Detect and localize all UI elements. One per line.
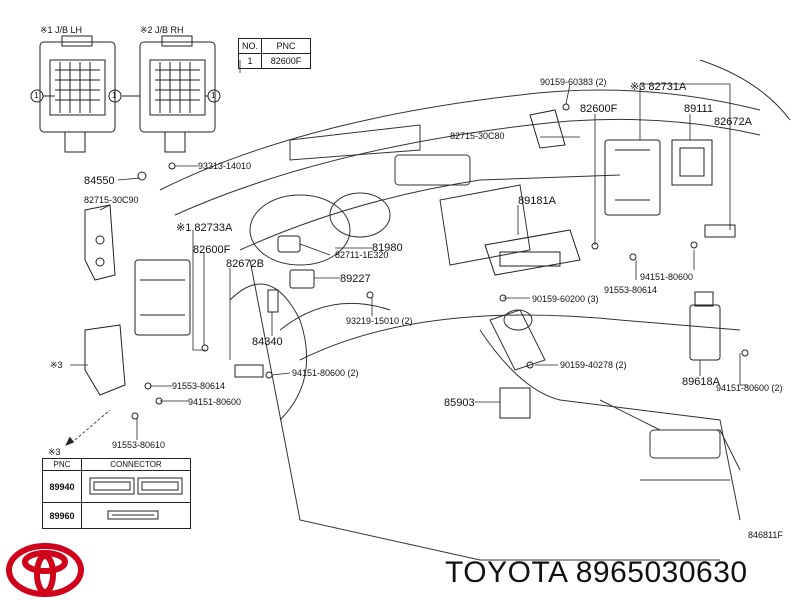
callout-82711-1e320: 82711-1E320 [335, 250, 389, 260]
callout-94151-80600-left: 94151-80600 [188, 397, 242, 407]
callout-84340: 84340 [252, 336, 283, 348]
jb-lh-caption: ※1 J/B LH [40, 25, 83, 35]
connector-82672b-drawing [234, 364, 264, 378]
dashboard-outline-drawing [159, 59, 791, 561]
module-3-drawing [84, 324, 126, 396]
callout-84550: 84550 [84, 175, 115, 187]
bracket-82715-30c80-drawing [529, 109, 566, 149]
callout-89181a: 89181A [518, 195, 556, 207]
leader-lines [65, 60, 748, 446]
callout-94151-80600-2-left: 94151-80600 (2) [292, 368, 359, 378]
callout-81980: 81980 [372, 242, 403, 254]
module-82733a-drawing [134, 259, 191, 336]
callout-85903: 85903 [444, 397, 475, 409]
toyota-logo-icon [6, 543, 84, 597]
callout-89111: 89111 [684, 103, 713, 115]
callout-91553-80610: 91553-80610 [112, 440, 166, 450]
callout-82715-30c90: 82715-30C90 [84, 195, 139, 205]
callout-82733a: ※1 82733A [176, 222, 233, 234]
connector-table-header-connector: CONNECTOR [81, 458, 191, 471]
callout-82672a: 82672A [714, 116, 752, 128]
connector-table-row: 89960 [42, 502, 191, 529]
connector-89940-icon [89, 477, 183, 494]
callout-93313-14010: 93313-14010 [198, 161, 252, 171]
callout-93219-15010: 93219-15010 (2) [346, 316, 413, 326]
connector-82672a-drawing [704, 224, 736, 238]
legend-header-pnc: PNC [261, 38, 312, 54]
speaker-82711-drawing [277, 235, 301, 253]
connector-table-header-pnc: PNC [42, 458, 82, 471]
jb-rh-left-connector-number: 1 [112, 91, 117, 100]
legend-header-no: NO. [237, 38, 263, 54]
callout-94151-80600-2-right: 94151-80600 (2) [716, 383, 783, 393]
figure-code: 846811F [748, 530, 783, 540]
brand-part-number: TOYOTA 8965030630 [445, 556, 748, 589]
callout-90159-60383: 90159-60383 (2) [540, 77, 607, 87]
callout-94151-80600-right: 94151-80600 [640, 272, 694, 282]
connector-pnc: 89940 [42, 470, 82, 503]
callout-note-3-bottom: ※3 [48, 447, 61, 457]
callout-82672b: 82672B [226, 258, 264, 270]
connector-image-89940 [81, 470, 191, 503]
sensor-84340-drawing [267, 289, 279, 313]
callout-82600f-right: 82600F [580, 103, 618, 115]
jb-rh-caption: ※2 J/B RH [140, 25, 184, 35]
callout-82731a: ※3 82731A [630, 81, 687, 93]
module-82731a-drawing [604, 139, 661, 216]
connector-89960-icon [107, 510, 159, 519]
legend-no-value: 1 [237, 53, 263, 69]
bracket-82715-30c90-drawing [84, 204, 116, 281]
connector-image-89960 [81, 502, 191, 529]
jb-rh-right-connector-number: 1 [211, 91, 216, 100]
junction-block-lh-drawing [30, 35, 116, 153]
callout-90159-40278: 90159-40278 (2) [560, 360, 627, 370]
jb-lh-connector-number: 1 [34, 91, 39, 100]
junction-block-rh-drawing [108, 35, 221, 153]
callout-90159-60200: 90159-60200 (3) [532, 294, 599, 304]
callout-91553-80614-right: 91553-80614 [604, 285, 658, 295]
part-number-legend-table: NO. PNC 1 82600F [237, 38, 312, 69]
callout-89618a: 89618A [682, 376, 720, 388]
connector-table-row: 89940 [42, 470, 191, 503]
callout-82715-30c80: 82715-30C80 [450, 131, 505, 141]
sensor-89227-drawing [289, 269, 315, 289]
callout-89227: 89227 [340, 273, 371, 285]
legend-pnc-value: 82600F [261, 53, 312, 69]
callout-82600f-left: 82600F [193, 244, 231, 256]
callout-91553-80614-left: 91553-80614 [172, 381, 226, 391]
module-89111-drawing [671, 139, 713, 186]
module-89181a-drawing [484, 229, 581, 276]
bracket-85903-drawing [499, 387, 531, 419]
fasteners-drawing [131, 103, 749, 420]
callout-note-3-left: ※3 [50, 360, 63, 370]
sensor-89618a-drawing [689, 291, 721, 361]
connector-pnc: 89960 [42, 502, 82, 529]
connector-table: PNC CONNECTOR 89940 89960 [42, 458, 191, 529]
